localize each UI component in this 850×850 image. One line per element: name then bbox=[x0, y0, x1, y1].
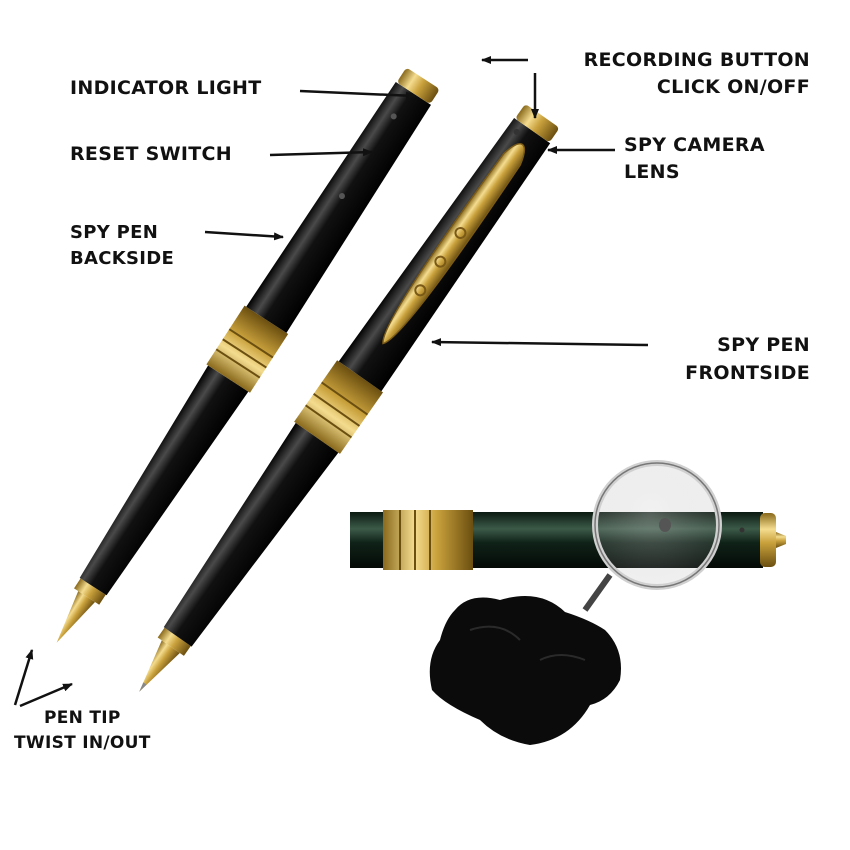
indicator-arrow bbox=[299, 89, 416, 100]
pen-frontside bbox=[139, 105, 559, 692]
pen-tip-label: PEN TIP TWIST IN/OUT bbox=[14, 706, 151, 756]
frontside-arrow bbox=[431, 338, 649, 347]
backside-label-line1: SPY PEN bbox=[70, 222, 159, 243]
frontside-label-line1: SPY PEN bbox=[717, 334, 810, 356]
magnified-lens bbox=[659, 518, 671, 532]
tip-arrow-1 bbox=[13, 649, 34, 706]
cap-front bbox=[516, 105, 559, 142]
camera-lens-label: SPY CAMERA LENS bbox=[624, 132, 765, 186]
frontside-label-line2: FRONTSIDE bbox=[685, 362, 810, 384]
backside-label: SPY PEN BACKSIDE bbox=[70, 220, 174, 272]
indicator-light-dot bbox=[390, 113, 397, 120]
frontside-label: SPY PEN FRONTSIDE bbox=[685, 331, 810, 387]
tip-label-line1: PEN TIP bbox=[43, 708, 121, 728]
gold-band-back bbox=[206, 305, 289, 393]
pen-tip-front bbox=[139, 640, 180, 692]
pouch-cloth bbox=[429, 596, 621, 745]
recording-label-line1: RECORDING BUTTON bbox=[583, 49, 810, 71]
tip-label-line2: TWIST IN/OUT bbox=[14, 733, 151, 753]
callout-arrows bbox=[13, 56, 649, 708]
camera-lens-dot bbox=[513, 128, 520, 135]
pen-backside bbox=[56, 68, 439, 643]
backside-label-line2: BACKSIDE bbox=[70, 248, 175, 269]
reset-arrow bbox=[269, 148, 373, 157]
pen-tip-back bbox=[56, 591, 95, 643]
reset-switch-dot bbox=[338, 193, 345, 200]
tip-arrow-2 bbox=[19, 682, 73, 708]
gold-band-front bbox=[294, 360, 384, 454]
recording-label-line2: CLICK ON/OFF bbox=[656, 76, 810, 98]
backside-arrow bbox=[204, 230, 284, 241]
lens-label-line2: LENS bbox=[624, 161, 680, 183]
indicator-light-label: INDICATOR LIGHT bbox=[70, 77, 262, 99]
cap-back bbox=[398, 68, 439, 103]
reset-switch-label: RESET SWITCH bbox=[70, 143, 232, 165]
lens-label-line1: SPY CAMERA bbox=[624, 134, 765, 156]
recording-button-label: RECORDING BUTTON CLICK ON/OFF bbox=[584, 47, 810, 101]
pen-clip bbox=[382, 143, 526, 345]
closeup-inset bbox=[350, 460, 786, 745]
